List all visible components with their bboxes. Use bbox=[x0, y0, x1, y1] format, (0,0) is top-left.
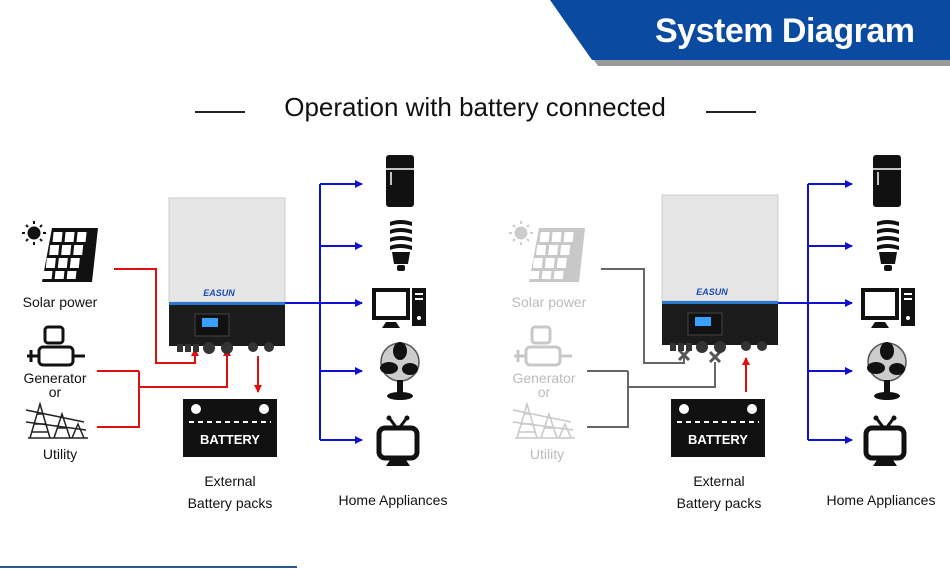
solar-power-label: Solar power bbox=[22, 294, 98, 310]
header-banner bbox=[550, 0, 950, 66]
utility-tower-icon bbox=[25, 401, 88, 439]
computer-icon bbox=[861, 288, 915, 328]
subtitle: Operation with battery connected bbox=[284, 92, 666, 122]
or-label: or bbox=[48, 384, 62, 400]
left-diagram: EASUN BATTERY bbox=[21, 155, 426, 466]
light-bulb-icon bbox=[390, 220, 412, 271]
utility-input-line bbox=[97, 371, 140, 428]
fan-icon bbox=[867, 342, 907, 400]
solar-power-label: Solar power bbox=[511, 294, 587, 310]
solar-to-inverter-line bbox=[114, 268, 199, 364]
disconnected-input-lines bbox=[587, 268, 716, 428]
tv-icon bbox=[376, 415, 420, 466]
right-diagram: EASUN BATTERY bbox=[508, 155, 915, 466]
inverter-unit: EASUN bbox=[168, 197, 286, 354]
disconnected-x-icon bbox=[677, 348, 691, 362]
solar-panel-icon bbox=[529, 228, 585, 282]
battery-icon: BATTERY bbox=[671, 399, 765, 457]
subtitle-left-rule bbox=[195, 111, 245, 113]
refrigerator-icon bbox=[386, 155, 414, 207]
disconnected-x-icon bbox=[708, 350, 722, 364]
computer-icon bbox=[372, 288, 426, 328]
refrigerator-icon bbox=[873, 155, 901, 207]
output-lines bbox=[778, 180, 853, 444]
inverter-brand-logo: EASUN bbox=[203, 288, 235, 298]
solar-panel-icon bbox=[42, 228, 98, 282]
fan-icon bbox=[380, 342, 420, 400]
battery-label: BATTERY bbox=[688, 432, 748, 447]
footer-rule bbox=[0, 566, 297, 568]
generator-icon bbox=[27, 325, 85, 367]
battery-caption-line2: Battery packs bbox=[187, 495, 273, 511]
subtitle-right-rule bbox=[706, 111, 756, 113]
battery-label: BATTERY bbox=[200, 432, 260, 447]
utility-label: Utility bbox=[529, 446, 565, 462]
sun-icon bbox=[508, 220, 534, 246]
home-appliances-label: Home Appliances bbox=[338, 492, 448, 508]
output-lines bbox=[285, 180, 363, 444]
battery-icon: BATTERY bbox=[183, 399, 277, 457]
generator-label: Generator bbox=[512, 370, 576, 386]
battery-caption-line1: External bbox=[693, 473, 745, 489]
home-appliances-label: Home Appliances bbox=[826, 492, 936, 508]
battery-caption-line1: External bbox=[204, 473, 256, 489]
utility-label: Utility bbox=[42, 446, 78, 462]
utility-tower-icon bbox=[512, 401, 575, 439]
tv-icon bbox=[863, 415, 907, 466]
light-bulb-icon bbox=[877, 220, 899, 271]
battery-caption-line2: Battery packs bbox=[676, 495, 762, 511]
sun-icon bbox=[21, 220, 47, 246]
inverter-unit: EASUN bbox=[661, 194, 779, 353]
page-title: System Diagram bbox=[655, 12, 915, 50]
inverter-brand-logo: EASUN bbox=[696, 287, 728, 297]
generator-label: Generator bbox=[23, 370, 87, 386]
generator-icon bbox=[514, 325, 572, 367]
or-label: or bbox=[537, 384, 551, 400]
grid-to-inverter-line bbox=[139, 348, 231, 388]
